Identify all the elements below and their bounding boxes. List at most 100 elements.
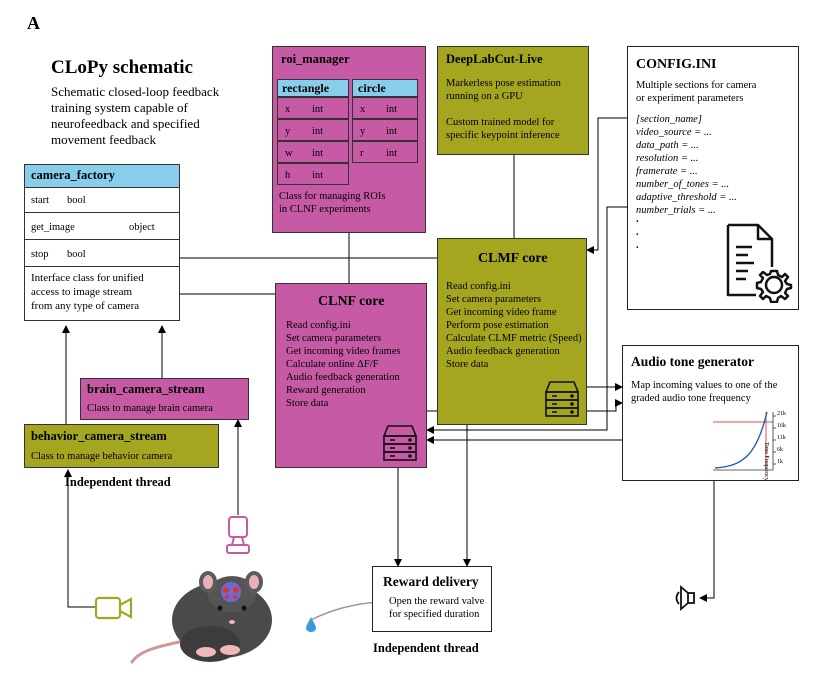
subtitle-line-1: Schematic closed-loop feedback	[51, 84, 220, 99]
panel-letter: A	[27, 13, 40, 33]
server-icon	[544, 381, 580, 417]
clnf-step: Reward generation	[286, 385, 366, 396]
tone-axis-label: Tone Frequency	[763, 442, 769, 481]
row-type: int	[386, 148, 398, 159]
camera-factory-row-start: start bool	[25, 187, 179, 213]
dlc-title: DeepLabCut-Live	[446, 52, 543, 66]
camera-factory-header-label: camera_factory	[31, 168, 115, 182]
config-param: data_path = ...	[636, 140, 699, 151]
config-clnf-arrow	[426, 206, 627, 434]
behavior-camera-stream-box: behavior_camera_stream Class to manage b…	[24, 424, 219, 468]
deeplabcut-live-box: DeepLabCut-Live Markerless pose estimati…	[437, 46, 589, 155]
config-param: resolution = ...	[636, 153, 699, 164]
row-name: x	[285, 104, 291, 115]
clmf-step: Read config.ini	[446, 281, 511, 292]
row-type: object	[129, 222, 155, 233]
subtitle-line-3: neurofeedback and specified	[51, 116, 200, 131]
clnf-step: Get incoming video frames	[286, 346, 401, 357]
water-drop-icon	[306, 617, 316, 632]
tone-frequency-plot	[713, 411, 776, 471]
tone-tick: 16k	[777, 423, 786, 429]
config-intro-1: Multiple sections for camera	[636, 80, 757, 91]
roi-manager-desc-2: in CLNF experiments	[279, 204, 371, 215]
tone-tick: 6k	[777, 447, 783, 453]
dlc-line-4: specific keypoint inference	[446, 130, 560, 141]
settings-document-icon	[726, 223, 793, 303]
clmf-step: Perform pose estimation	[446, 320, 549, 331]
mouse-illustration	[130, 571, 272, 664]
behavior-camera-icon	[94, 596, 133, 620]
clnf-step: Read config.ini	[286, 320, 351, 331]
config-ini-box: CONFIG.INI Multiple sections for camera …	[627, 46, 799, 310]
row-name: h	[285, 170, 291, 181]
reward-desc-2: for specified duration	[389, 609, 480, 620]
behavior-stream-desc: Class to manage behavior camera	[31, 451, 173, 462]
row-name: get_image	[31, 222, 75, 233]
config-dot: .	[636, 214, 639, 225]
row-name: r	[360, 148, 364, 159]
config-param: [section_name]	[636, 114, 702, 125]
audio-tone-generator-box: Audio tone generator Map incoming values…	[622, 345, 799, 481]
brain-camera-stream-box: brain_camera_stream Class to manage brai…	[80, 378, 249, 420]
independent-thread-label-1: Independent thread	[65, 475, 171, 489]
row-type: int	[312, 170, 324, 181]
config-clmf-arrow	[586, 117, 627, 254]
config-title: CONFIG.INI	[636, 57, 717, 72]
row-type: int	[312, 148, 324, 159]
camera-factory-row-get-image: get_image object	[25, 212, 179, 240]
camera-factory-desc-3: from any type of camera	[31, 300, 140, 312]
rect-row-x: x int	[277, 97, 349, 119]
config-dot: .	[636, 227, 639, 238]
tone-tick: 11k	[777, 435, 786, 441]
clnf-step: Store data	[286, 398, 329, 409]
reward-desc-1: Open the reward valve	[389, 596, 485, 607]
row-name: w	[285, 148, 293, 159]
tone-tick: 21k	[777, 411, 786, 417]
row-type: bool	[67, 249, 86, 260]
config-param: number_of_tones = ...	[636, 179, 730, 190]
row-name: stop	[31, 249, 49, 260]
reward-title: Reward delivery	[383, 574, 479, 589]
clnf-step: Audio feedback generation	[286, 372, 400, 383]
config-param: framerate = ...	[636, 166, 698, 177]
config-param: video_source = ...	[636, 127, 712, 138]
rect-row-w: w int	[277, 141, 349, 163]
row-type: int	[312, 126, 324, 137]
clnf-core-box: CLNF core Read config.ini Set camera par…	[275, 283, 427, 468]
camera-factory-desc-2: access to image stream	[31, 286, 133, 298]
circle-row-y: y int	[352, 119, 418, 141]
clmf-step: Audio feedback generation	[446, 346, 560, 357]
circle-header-label: circle	[358, 81, 386, 95]
rect-row-h: h int	[277, 163, 349, 185]
row-type: int	[312, 104, 324, 115]
independent-thread-label-2: Independent thread	[373, 641, 479, 655]
rectangle-header: rectangle	[277, 79, 349, 97]
roi-manager-desc-1: Class for managing ROIs	[279, 191, 386, 202]
row-type: bool	[67, 195, 86, 206]
circle-row-r: r int	[352, 141, 418, 163]
clnf-step: Set camera parameters	[286, 333, 382, 344]
row-type: int	[386, 126, 398, 137]
camera-factory-box: camera_factory start bool get_image obje…	[24, 164, 180, 321]
server-icon	[382, 425, 418, 461]
audio-title: Audio tone generator	[631, 354, 754, 369]
brain-camera-icon	[226, 516, 250, 554]
clmf-step: Store data	[446, 359, 489, 370]
camera-factory-header: camera_factory	[25, 165, 179, 188]
audio-desc-1: Map incoming values to one of the	[631, 380, 778, 391]
dlc-line-3: Custom trained model for	[446, 117, 555, 128]
brain-stream-title: brain_camera_stream	[87, 382, 205, 396]
clmf-step: Get incoming video frame	[446, 307, 557, 318]
behaviorcam-stream-arrow	[64, 469, 95, 608]
config-dot: .	[636, 240, 639, 251]
circle-header: circle	[352, 79, 418, 97]
clmf-core-box: CLMF core Read config.ini Set camera par…	[437, 238, 587, 425]
row-name: y	[360, 126, 366, 137]
camera-factory-row-stop: stop bool	[25, 239, 179, 267]
row-name: x	[360, 104, 366, 115]
